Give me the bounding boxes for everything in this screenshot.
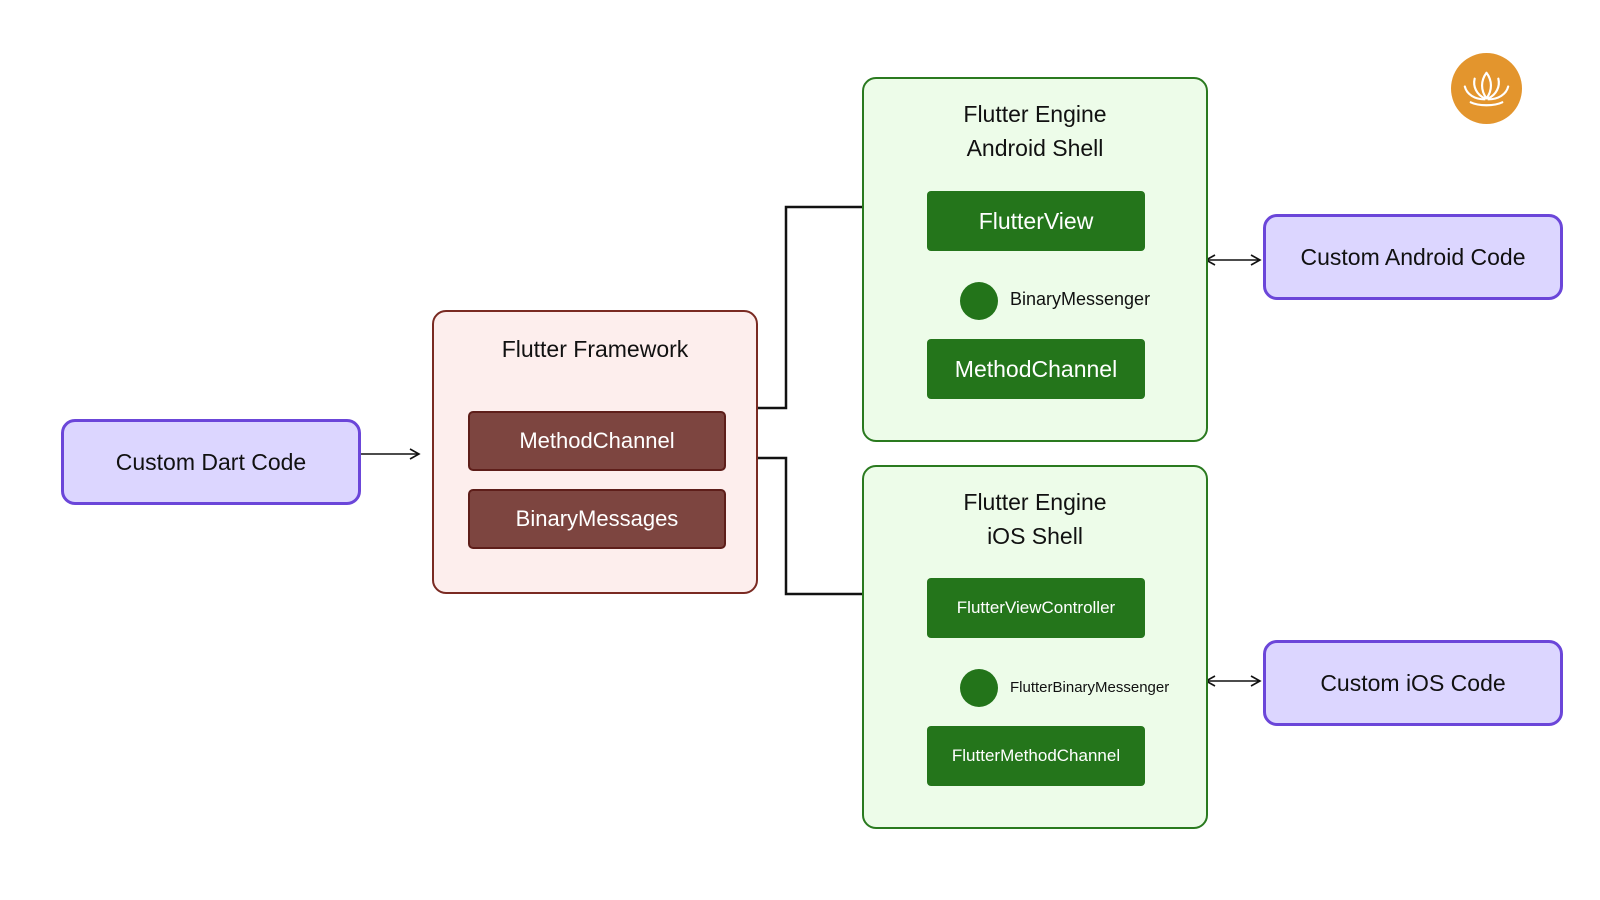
flutterviewcontroller-block: FlutterViewController	[927, 578, 1145, 638]
ios-engine-title-line1: Flutter Engine	[963, 489, 1107, 515]
android-engine-title: Flutter Engine Android Shell	[864, 97, 1206, 165]
android-engine-title-line1: Flutter Engine	[963, 101, 1107, 127]
flutter-framework-panel: Flutter Framework MethodChannel BinaryMe…	[432, 310, 758, 594]
flutter-framework-title: Flutter Framework	[434, 332, 756, 366]
custom-ios-code-node: Custom iOS Code	[1263, 640, 1563, 726]
android-engine-title-line2: Android Shell	[966, 135, 1104, 161]
lotus-logo-icon	[1451, 53, 1522, 124]
binarymessenger-label: BinaryMessenger	[1010, 289, 1151, 309]
custom-ios-code-label: Custom iOS Code	[1320, 669, 1506, 696]
android-methodchannel-label: MethodChannel	[954, 355, 1118, 382]
framework-binarymessages-label: BinaryMessages	[515, 506, 679, 531]
ios-engine-title-line2: iOS Shell	[987, 523, 1083, 549]
framework-binarymessages-block: BinaryMessages	[468, 489, 726, 549]
flutterbinarymessenger-node	[960, 669, 998, 707]
android-methodchannel-block: MethodChannel	[927, 339, 1145, 399]
binarymessenger-node	[960, 282, 998, 320]
fluttermethodchannel-label: FlutterMethodChannel	[951, 746, 1121, 765]
flutterview-block: FlutterView	[927, 191, 1145, 251]
framework-methodchannel-label: MethodChannel	[519, 428, 675, 453]
custom-dart-code-node: Custom Dart Code	[61, 419, 361, 505]
flutterviewcontroller-label: FlutterViewController	[956, 598, 1116, 617]
ios-engine-panel: Flutter Engine iOS Shell FlutterViewCont…	[862, 465, 1208, 829]
ios-engine-title: Flutter Engine iOS Shell	[864, 485, 1206, 553]
android-engine-panel: Flutter Engine Android Shell FlutterView…	[862, 77, 1208, 442]
fluttermethodchannel-block: FlutterMethodChannel	[927, 726, 1145, 786]
flutterbinarymessenger-label: FlutterBinaryMessenger	[1010, 679, 1170, 696]
custom-android-code-label: Custom Android Code	[1300, 243, 1526, 270]
custom-dart-code-label: Custom Dart Code	[115, 448, 307, 475]
framework-methodchannel-block: MethodChannel	[468, 411, 726, 471]
custom-android-code-node: Custom Android Code	[1263, 214, 1563, 300]
flutterview-label: FlutterView	[978, 207, 1094, 234]
flutter-framework-title-text: Flutter Framework	[501, 336, 689, 362]
